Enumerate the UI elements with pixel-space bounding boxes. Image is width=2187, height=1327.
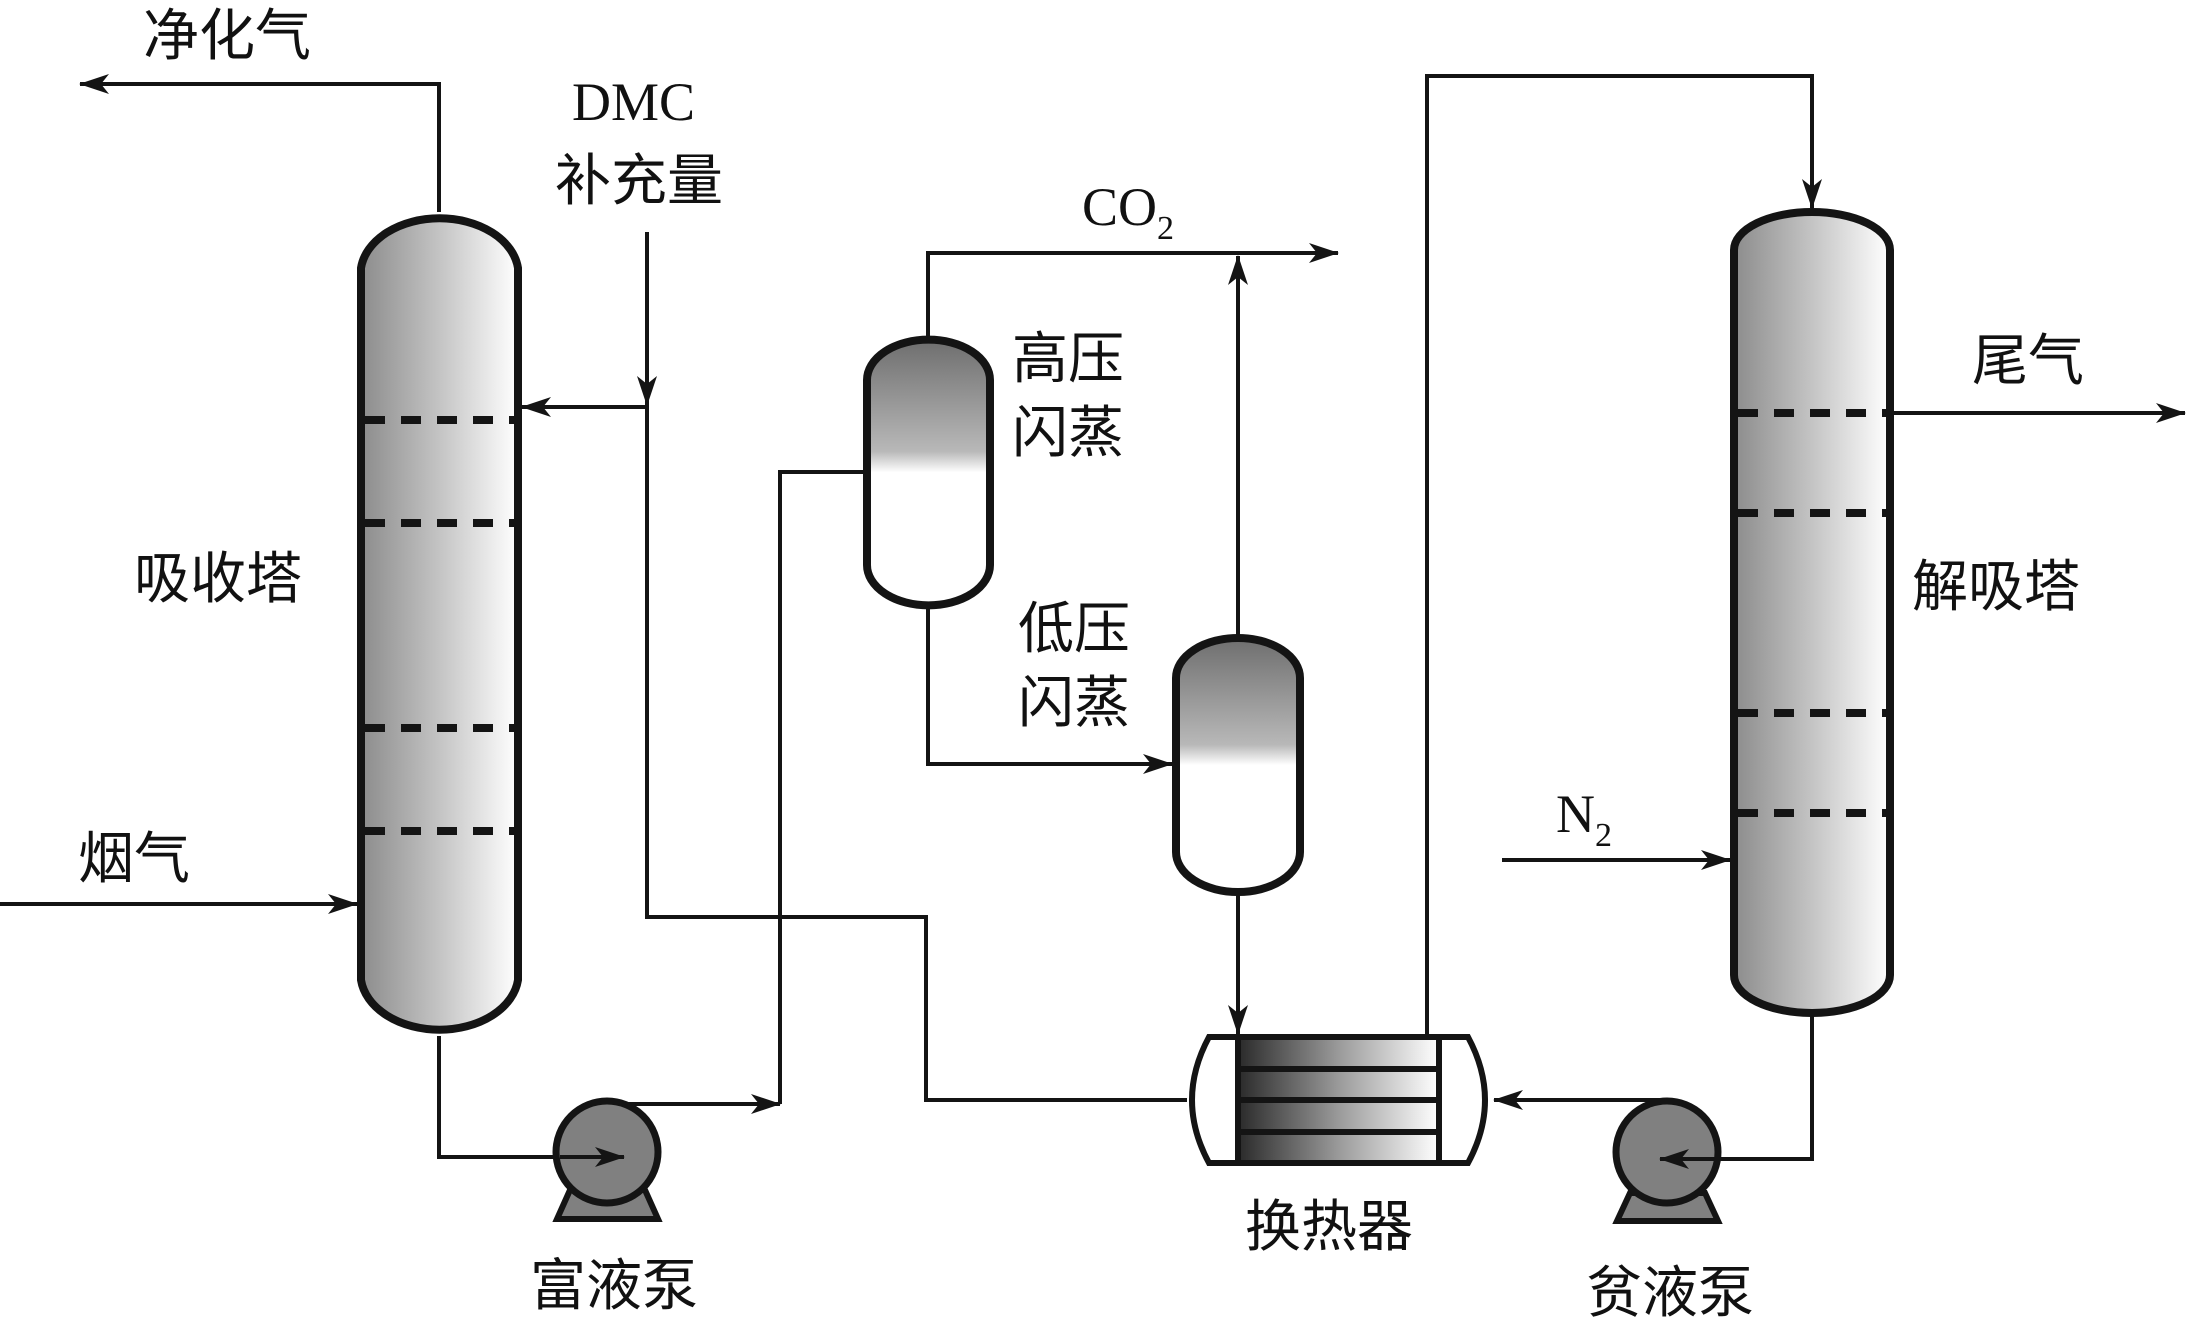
stripper-column [1730,208,1894,1017]
tail-gas-label: 尾气 [1972,329,2084,394]
heat-exchanger-label: 换热器 [1245,1195,1413,1260]
co2-label-sub: 2 [1157,210,1174,247]
rich-pump-label: 富液泵 [530,1254,698,1319]
purified-gas-stream [79,74,441,212]
hp-to-lp-line [926,605,1173,774]
hp-flash-feed [778,470,867,1104]
purified-gas-label: 净化气 [143,4,311,69]
hp-flash-label-2: 闪蒸 [1012,401,1124,466]
n2-label-sub: 2 [1595,817,1612,854]
absorber-column [357,214,522,1034]
dmc-makeup-label-1: DMC [572,72,695,132]
lean-pump-label: 贫液泵 [1586,1261,1754,1326]
flue-gas-label: 烟气 [78,827,190,892]
hp-flash-drum [863,335,994,610]
lp-flash-drum [1172,634,1304,896]
rich-to-stripper-line [1425,74,1822,1037]
stripper-label: 解吸塔 [1912,555,2080,620]
rich-solvent-line [437,1036,599,1167]
n2-label: N2 [1556,784,1612,854]
n2-label-main: N [1556,784,1595,844]
lp-flash-label-1: 低压 [1018,597,1130,662]
co2-label: CO2 [1082,177,1174,247]
rich-pump [552,1097,663,1222]
heat-exchanger [1189,1034,1488,1166]
co2-label-main: CO [1082,177,1157,237]
lp-flash-label-2: 闪蒸 [1018,671,1130,736]
lean-solvent-return-line [645,405,1187,1102]
co2-product-stream [926,243,1339,340]
absorber-label: 吸收塔 [134,547,302,612]
lean-solvent-line [1700,1013,1814,1161]
hp-flash-label-1: 高压 [1012,327,1124,392]
dmc-makeup-label-2: 补充量 [555,149,723,214]
